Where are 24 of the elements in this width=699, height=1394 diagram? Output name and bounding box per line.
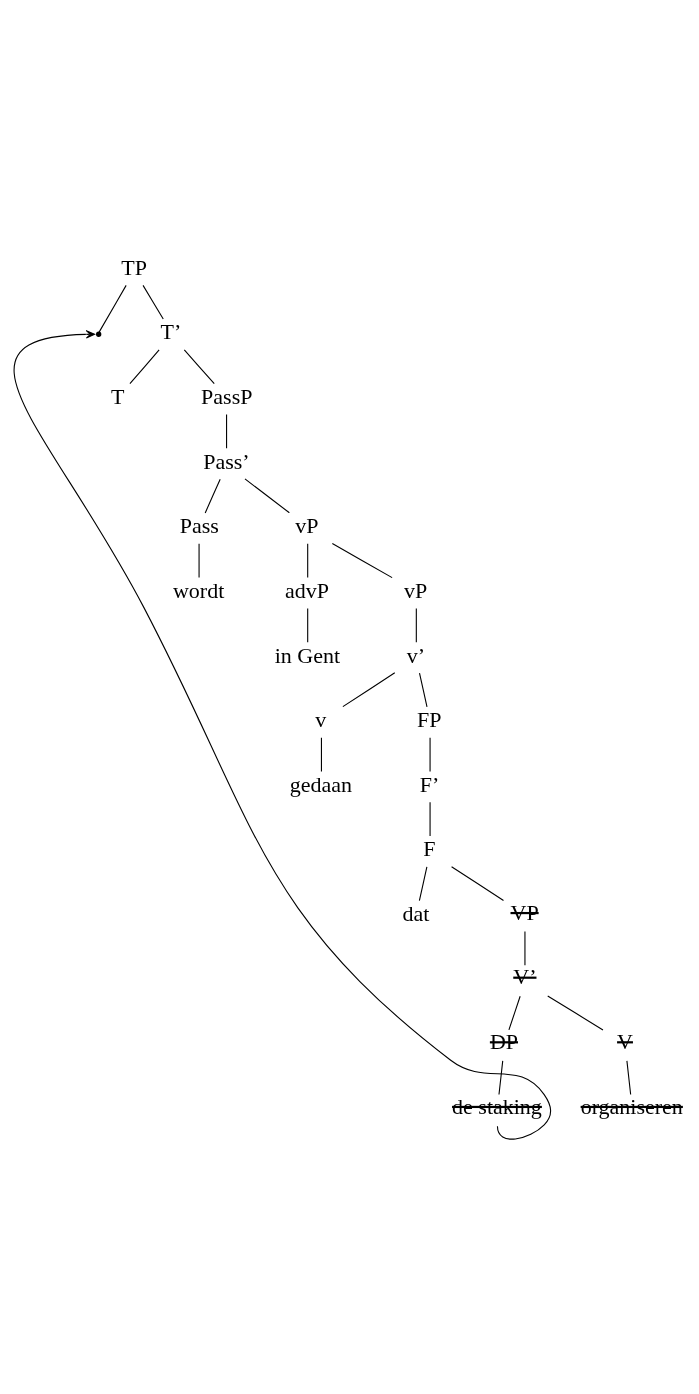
node-text: gedaan bbox=[289, 771, 353, 797]
node-text: VP bbox=[510, 899, 539, 925]
node-text: v bbox=[315, 707, 327, 733]
node-text: Pass’ bbox=[203, 448, 250, 474]
node-text: advP bbox=[285, 577, 330, 603]
node-text: organiseren bbox=[580, 1093, 683, 1119]
node-text: F bbox=[423, 836, 436, 862]
node-text: in Gent bbox=[274, 642, 341, 668]
node-text: V’ bbox=[513, 964, 537, 990]
node-text: Pass bbox=[179, 513, 219, 539]
node-text: de staking bbox=[452, 1093, 542, 1119]
node-text: dat bbox=[402, 901, 430, 927]
node-text: TP bbox=[121, 254, 148, 280]
node-text: V bbox=[617, 1028, 633, 1054]
node-text: v’ bbox=[406, 642, 426, 668]
node-text: vP bbox=[295, 513, 319, 539]
node-text: T bbox=[111, 384, 125, 410]
node-text: T’ bbox=[160, 319, 182, 345]
node-text: FP bbox=[417, 707, 442, 733]
node-text: PassP bbox=[201, 384, 253, 410]
node-text: wordt bbox=[172, 577, 225, 603]
node-text: vP bbox=[403, 577, 428, 603]
node-text: F’ bbox=[419, 771, 440, 797]
node-text: DP bbox=[489, 1028, 519, 1054]
